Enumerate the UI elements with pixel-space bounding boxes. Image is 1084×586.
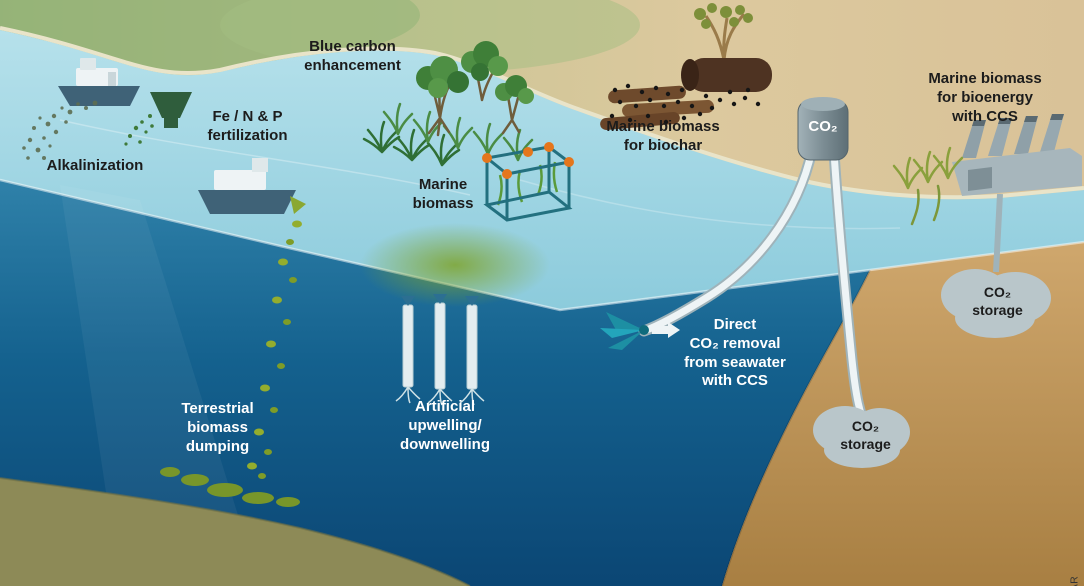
flow-arrow-icon <box>652 322 680 338</box>
co2-storage-upper-blob <box>941 269 1051 338</box>
seawater-intake-turbine <box>600 312 680 350</box>
alkalinization-plume <box>22 100 98 160</box>
marine-biomass-cage <box>482 142 574 222</box>
seafloor <box>0 477 471 586</box>
fertilization-hopper <box>124 92 192 146</box>
co2-pipes <box>638 144 872 432</box>
biomass-piles <box>160 467 300 507</box>
plant-vegetation <box>892 146 964 226</box>
co2-storage-lower-blob <box>813 406 910 468</box>
biochar-tree <box>694 3 753 61</box>
biochar-logs <box>600 58 772 130</box>
surface-front-edge <box>0 178 1084 312</box>
algae-bloom <box>360 223 550 307</box>
co2-tank <box>797 97 849 161</box>
bioenergy-plant <box>952 114 1082 273</box>
biomass-trail <box>247 220 302 479</box>
artwork-credit: Artwork: Rita Erven / GEOMAR <box>1068 576 1080 586</box>
blue-carbon-vegetation <box>362 41 534 167</box>
dumping-ship <box>198 158 306 214</box>
alkalinization-ship <box>58 58 140 106</box>
upwelling-pipes <box>395 294 485 406</box>
storage-pipe <box>993 193 1003 273</box>
